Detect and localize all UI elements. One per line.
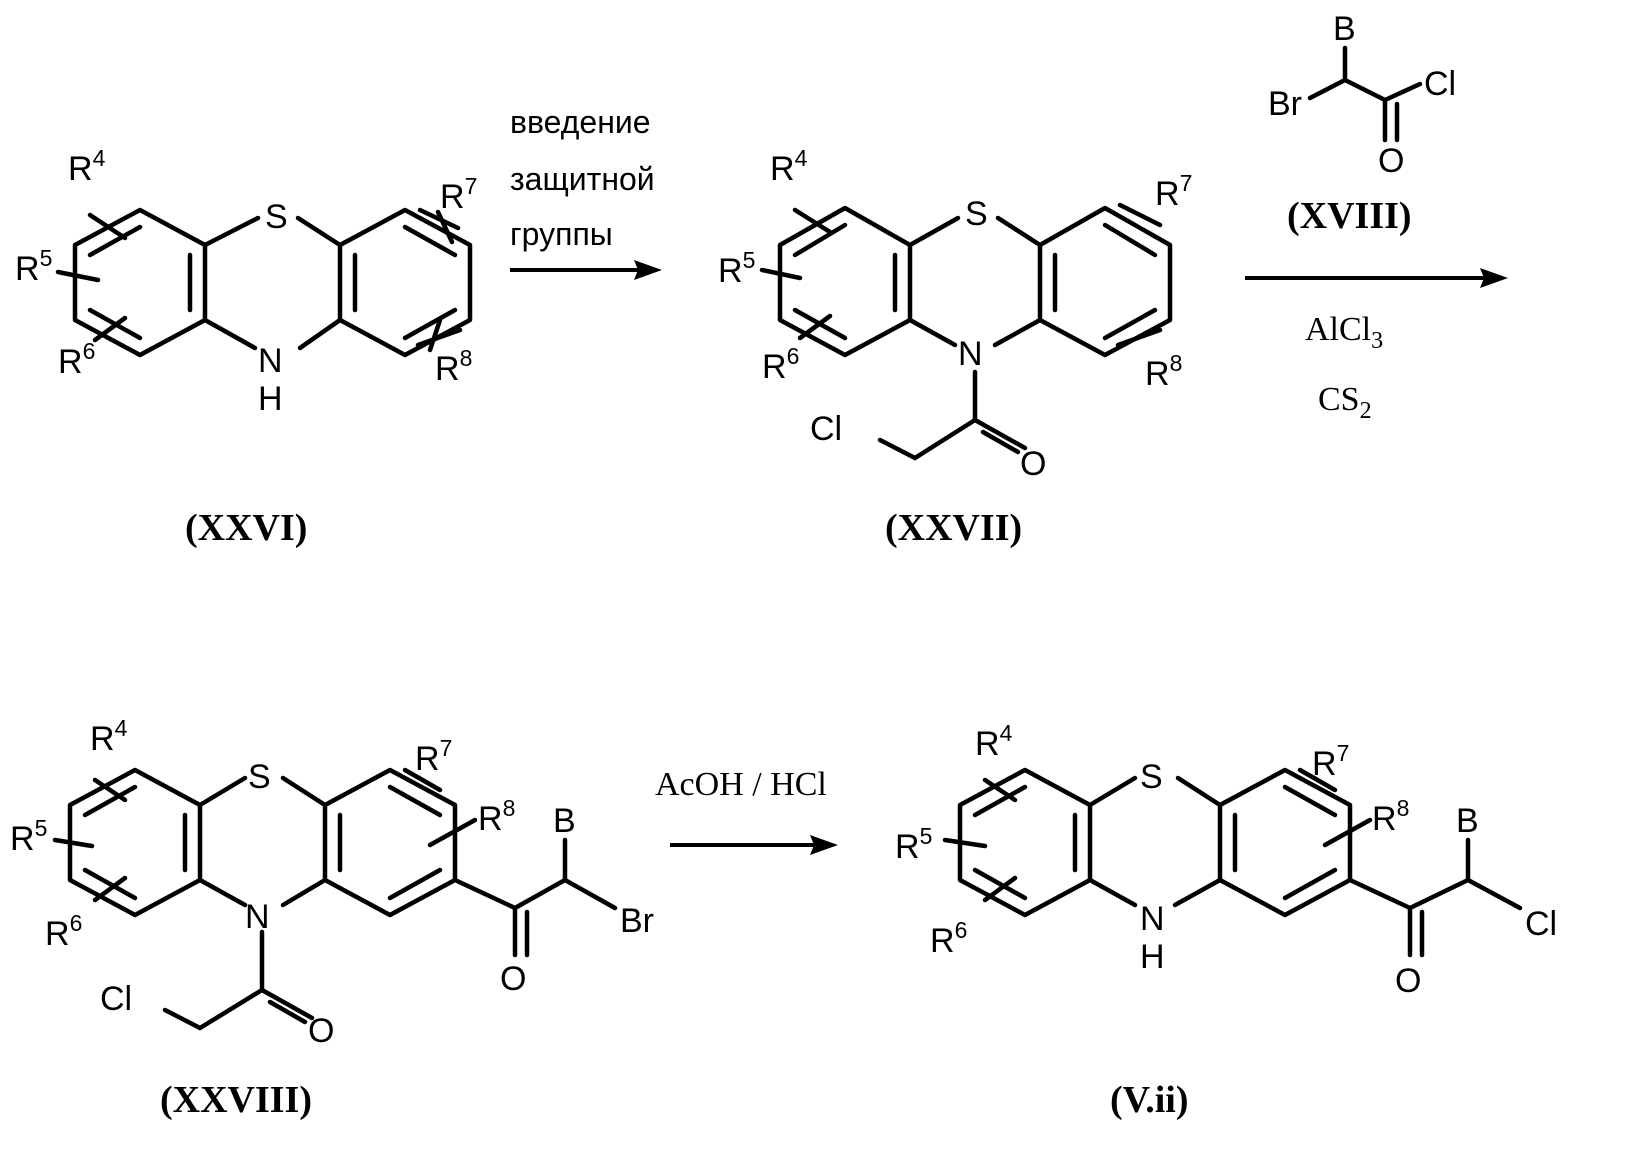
atom-n: N bbox=[258, 342, 283, 380]
atom-o: O bbox=[1020, 445, 1046, 483]
atom-cl: Cl bbox=[100, 980, 132, 1018]
r5-label: R5 bbox=[895, 823, 932, 866]
atom-br: Br bbox=[1268, 85, 1302, 123]
r4-label: R4 bbox=[90, 715, 128, 758]
compound-label-xviii: (XVIII) bbox=[1287, 195, 1412, 237]
atom-h: H bbox=[1140, 938, 1165, 976]
atom-o: O bbox=[1378, 142, 1404, 180]
atom-o-amide: O bbox=[308, 1012, 334, 1050]
r6-label: R6 bbox=[58, 338, 95, 381]
r6-label: R6 bbox=[930, 917, 967, 960]
atom-br: Br bbox=[620, 902, 654, 940]
r7-label: R7 bbox=[415, 735, 452, 778]
r8-label: R8 bbox=[478, 795, 515, 838]
r8-label: R8 bbox=[1145, 350, 1182, 393]
r6-label: R6 bbox=[45, 910, 82, 953]
r5-label: R5 bbox=[718, 247, 755, 290]
atom-n: N bbox=[245, 898, 270, 936]
r7-label: R7 bbox=[1312, 740, 1349, 783]
atom-o-ketone: O bbox=[500, 960, 526, 998]
atom-n: N bbox=[1140, 900, 1165, 938]
structure-xxviii: S N B Br O Cl O R4 R5 R6 R7 R8 (XXVIII) bbox=[10, 715, 654, 1121]
atom-s: S bbox=[1140, 758, 1163, 796]
structure-xxvi: S N H R4 R5 R6 R7 R8 (XXVI) bbox=[15, 145, 477, 549]
atom-o: O bbox=[1395, 962, 1421, 1000]
reagent-xviii: B Br Cl O (XVIII) bbox=[1268, 10, 1456, 237]
compound-label-xxviii: (XXVIII) bbox=[160, 1079, 312, 1121]
r7-label: R7 bbox=[1155, 170, 1192, 213]
step3-conditions: AcOH / HCl bbox=[655, 766, 827, 803]
atom-b: B bbox=[553, 802, 576, 840]
reaction-arrow-2: AlCl3 CS2 bbox=[1245, 268, 1508, 424]
atom-cl: Cl bbox=[810, 410, 842, 448]
compound-label-xxvii: (XXVII) bbox=[885, 507, 1022, 549]
r8-label: R8 bbox=[1372, 795, 1409, 838]
structure-xxvii: S N O Cl R4 R5 R6 R7 R8 (XXVII) bbox=[718, 145, 1192, 549]
atom-b: B bbox=[1456, 802, 1479, 840]
atom-cl: Cl bbox=[1424, 65, 1456, 103]
step1-line3: группы bbox=[510, 216, 613, 252]
atom-n: N bbox=[958, 335, 983, 373]
atom-cl: Cl bbox=[1525, 905, 1557, 943]
reagent-alcl3: AlCl3 bbox=[1305, 311, 1383, 354]
compound-label-xxvi: (XXVI) bbox=[185, 507, 307, 549]
atom-s: S bbox=[965, 195, 988, 233]
atom-s: S bbox=[265, 198, 288, 236]
reagent-cs2: CS2 bbox=[1318, 381, 1372, 424]
r5-label: R5 bbox=[15, 245, 52, 288]
step1-line1: введение bbox=[510, 104, 651, 140]
r5-label: R5 bbox=[10, 815, 47, 858]
r4-label: R4 bbox=[975, 720, 1013, 763]
structure-vii: S N H B Cl O R4 R5 R6 R7 R8 (V.ii) bbox=[895, 720, 1557, 1121]
atom-s: S bbox=[248, 758, 271, 796]
atom-h: H bbox=[258, 380, 283, 418]
r7-label: R7 bbox=[440, 173, 477, 216]
step1-line2: защитной bbox=[510, 161, 655, 197]
r8-label: R8 bbox=[435, 345, 472, 388]
reaction-arrow-1: введение защитной группы bbox=[510, 104, 662, 280]
atom-b: B bbox=[1333, 10, 1356, 48]
r6-label: R6 bbox=[762, 343, 799, 386]
r4-label: R4 bbox=[770, 145, 808, 188]
reaction-arrow-3: AcOH / HCl bbox=[655, 766, 838, 855]
r4-label: R4 bbox=[68, 145, 106, 188]
compound-label-vii: (V.ii) bbox=[1110, 1079, 1188, 1121]
